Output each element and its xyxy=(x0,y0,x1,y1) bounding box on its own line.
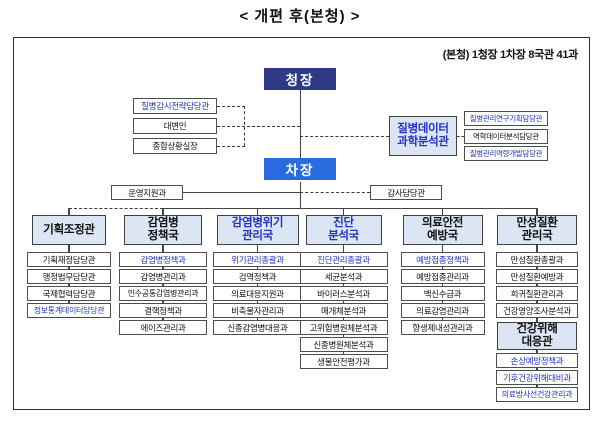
connector-stub xyxy=(536,318,538,322)
data-science-line1: 질병데이터 xyxy=(397,123,449,135)
data-science-line2: 과학분석관 xyxy=(397,136,449,148)
bureau-header-line: 정책국 xyxy=(147,230,179,242)
staff-box-spokesperson: 대변인 xyxy=(133,118,217,134)
division-box: 만성질환총괄과 xyxy=(496,252,578,267)
bureau-header-line: 만성질환 xyxy=(516,217,558,229)
bureau-header-line: 관리국 xyxy=(521,230,553,242)
connector-vice-distribution xyxy=(299,182,301,208)
connector-stub xyxy=(256,208,259,215)
bureau-header: 기획조정관 xyxy=(32,215,106,245)
staff-box-situation-room: 종합상황실장 xyxy=(133,138,217,154)
division-box: 생물안전평가과 xyxy=(299,354,388,369)
division-box: 예방접종정책과 xyxy=(400,252,485,267)
division-box: 감염병관리과 xyxy=(119,269,207,284)
column-spine xyxy=(441,245,444,323)
connector-data-science-subs xyxy=(457,135,464,137)
division-box: 검역정책과 xyxy=(212,269,303,284)
division-box: 항생제내성관리과 xyxy=(400,320,485,335)
connector-audit xyxy=(300,192,370,193)
vice-commissioner-box: 차장 xyxy=(264,158,336,180)
bureau-header-line: 감염병 xyxy=(147,217,179,229)
division-box: 예방접종관리과 xyxy=(400,269,485,284)
connector-staff-vertical xyxy=(244,106,245,146)
connector-stub xyxy=(342,208,345,215)
distribution-line-dashed xyxy=(69,207,163,209)
division-box: 매개체분석과 xyxy=(299,303,388,318)
connector-staff-3 xyxy=(217,145,245,147)
division-box: 신종병원체분석과 xyxy=(299,337,388,352)
bureau-header-line: 대응관 xyxy=(521,336,553,348)
connector-stub xyxy=(68,208,70,215)
division-box: 위기관리총괄과 xyxy=(212,252,303,267)
division-box: 희귀질환관리과 xyxy=(496,286,578,301)
data-science-division-box: 질병데이터 과학분석관 xyxy=(389,116,457,156)
division-box: 국제협력담당관 xyxy=(27,286,111,301)
bureau-header-line: 진단 xyxy=(333,217,354,229)
connector-staff-1 xyxy=(217,105,245,107)
connector-stub xyxy=(162,208,164,215)
data-science-sub-box-2: 역학데이터분석담당관 xyxy=(464,128,548,144)
bureau-header-line: 기획조정관 xyxy=(43,223,95,236)
bureau-header-line: 관리국 xyxy=(242,230,273,242)
division-box: 인수공통감염병관리과 xyxy=(119,286,207,301)
connector-data-science xyxy=(300,135,389,137)
connector-staff-2 xyxy=(217,125,300,127)
bureau-header-line: 건강위해 xyxy=(516,323,558,335)
headcount-annotation: (본청) 1청장 1차장 8국관 41과 xyxy=(442,49,579,61)
division-box: 손상예방정책과 xyxy=(496,353,578,368)
column-spine xyxy=(162,245,164,323)
division-box: 비축물자관리과 xyxy=(212,303,303,318)
connector-general-support xyxy=(183,192,300,193)
data-science-sub-box-1: 질병관리연구기획담당관 xyxy=(464,111,548,126)
data-science-sub-box-3: 질병관리역량개발담당관 xyxy=(464,146,548,161)
division-box: 고위험병원체분석과 xyxy=(299,320,388,335)
general-support-box: 운영지원과 xyxy=(111,185,183,200)
commissioner-box: 청장 xyxy=(264,68,336,90)
division-box: 만성질환예방과 xyxy=(496,269,578,284)
connector-commissioner-vice xyxy=(299,90,301,158)
division-box: 백신수급과 xyxy=(400,286,485,301)
division-box: 의료방사선건강관리과 xyxy=(496,387,578,402)
org-chart-title: < 개편 후(본청) > xyxy=(239,8,361,25)
distribution-line-solid xyxy=(163,207,537,209)
bureau-header-line: 예방국 xyxy=(427,230,458,242)
division-box: 건강영양조사분석과 xyxy=(496,303,578,318)
bureau-header-line: 감염병위기 xyxy=(231,217,284,229)
connector-stub xyxy=(441,208,444,215)
division-box: 바이러스분석과 xyxy=(299,286,388,301)
connector-stub xyxy=(536,208,538,215)
division-box: 에이즈관리과 xyxy=(119,320,207,335)
bureau-header-line: 분석국 xyxy=(328,230,359,242)
division-box: 기후건강위해대비과 xyxy=(496,370,578,385)
division-box: 의료감염관리과 xyxy=(400,303,485,318)
division-box: 결핵정책과 xyxy=(119,303,207,318)
division-box: 기획재정담당관 xyxy=(27,252,111,267)
staff-box-surveillance-strategy: 질병감시전략담당관 xyxy=(133,98,217,114)
column-spine xyxy=(342,245,345,357)
bureau-header-line: 의료안전 xyxy=(421,217,464,229)
division-box: 의료대응지원과 xyxy=(212,286,303,301)
division-box: 감염병정책과 xyxy=(119,252,207,267)
division-box: 신종감염병대응과 xyxy=(212,320,303,335)
audit-officer-box: 감사담당관 xyxy=(370,185,442,200)
division-box: 진단관리총괄과 xyxy=(299,252,388,267)
division-box: 세균분석과 xyxy=(299,269,388,284)
division-box: 행정법무담당관 xyxy=(27,269,111,284)
column-spine xyxy=(256,245,259,323)
division-box: 정보통계데이터담당관 xyxy=(27,303,111,318)
